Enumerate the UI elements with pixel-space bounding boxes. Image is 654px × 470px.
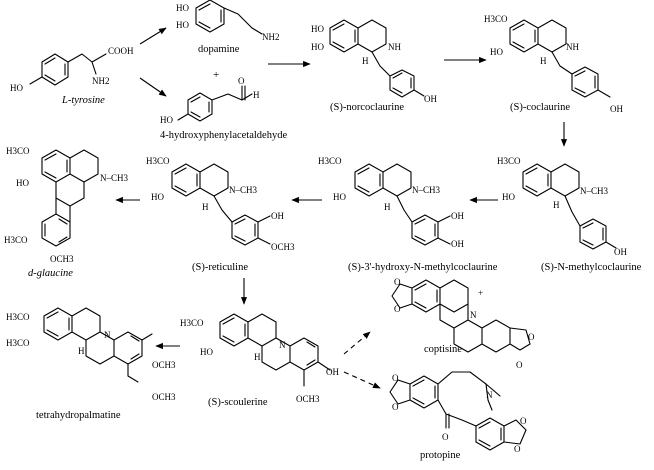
- reticuline-ho-label: HO: [151, 192, 164, 202]
- nmethylcoclaurine-h-label: H: [553, 200, 560, 210]
- scoulerine-ho-label: HO: [200, 347, 213, 357]
- reticuline-h3co-label: H3CO: [146, 156, 170, 166]
- arrow-scoulerine-to-protopine: [343, 371, 381, 389]
- coptisine-o1-label: O: [394, 277, 401, 287]
- dopamine-ho-bottom-label: HO: [176, 20, 189, 30]
- reticuline-name: (S)-reticuline: [192, 262, 248, 273]
- hpaa-ho-label: HO: [160, 115, 173, 125]
- norcoclaurine-h-label: H: [362, 56, 369, 66]
- coclaurine-h3co-label: H3CO: [484, 14, 508, 24]
- coptisine-o2-label: O: [394, 304, 401, 314]
- norcoclaurine-name: (S)-norcoclaurine: [330, 102, 404, 113]
- norcoclaurine-ho-bottom-label: HO: [311, 42, 324, 52]
- d-glaucine-structure: H3CO HO N–CH3 H3CO OCH3 d-glaucine: [4, 146, 129, 279]
- coptisine-name: coptisine: [424, 344, 462, 355]
- arrow-scoulerine-to-coptisine: [343, 331, 371, 355]
- n-methylcoclaurine-structure: H3CO HO N–CH3 H OH (S)-N-methylcoclaurin…: [497, 156, 642, 273]
- hydroxynmethyl-oh-bottom-label: OH: [451, 239, 464, 249]
- coclaurine-oh-label: OH: [610, 104, 623, 114]
- thp-och3-bottom-label: OCH3: [152, 392, 176, 402]
- norcoclaurine-nh-label: NH: [388, 42, 401, 52]
- tyrosine-name: L-tyrosine: [61, 95, 105, 106]
- tetrahydropalmatine-name: tetrahydropalmatine: [36, 410, 121, 421]
- protopine-o4-label: O: [514, 444, 521, 454]
- scoulerine-och3-label: OCH3: [296, 394, 320, 404]
- protopine-o3-label: O: [520, 416, 527, 426]
- tyrosine-nh2-label: NH2: [92, 76, 110, 86]
- coptisine-o3-label: O: [528, 332, 535, 342]
- coclaurine-structure: H3CO HO NH H OH (S)-coclaurine: [484, 14, 623, 114]
- glaucine-h3co-top-label: H3CO: [6, 146, 30, 156]
- arrow-tyrosine-to-dopamine: [139, 27, 167, 45]
- norcoclaurine-ho-top-label: HO: [311, 24, 324, 34]
- scoulerine-h3co-label: H3CO: [180, 318, 204, 328]
- scoulerine-oh-label: OH: [326, 367, 339, 377]
- tetrahydropalmatine-structure: H3CO H3CO N H OCH3 OCH3 tetrahydropalmat…: [6, 307, 176, 421]
- scoulerine-h-label: H: [254, 352, 261, 362]
- glaucine-name: d-glaucine: [28, 268, 73, 279]
- nmethylcoclaurine-ho-label: HO: [502, 192, 515, 202]
- reticuline-h-label: H: [202, 202, 209, 212]
- scoulerine-structure: H3CO HO N H OH OCH3 (S)-scoulerine: [180, 313, 339, 408]
- nmethylcoclaurine-name: (S)-N-methylcoclaurine: [541, 262, 642, 273]
- nmethylcoclaurine-nch3-label: N–CH3: [580, 186, 609, 196]
- protopine-name: protopine: [420, 450, 461, 461]
- coclaurine-h-label: H: [540, 56, 547, 66]
- scoulerine-name: (S)-scoulerine: [208, 397, 268, 408]
- coclaurine-nh-label: NH: [566, 42, 579, 52]
- hydroxy-n-methylcoclaurine-structure: H3CO HO N–CH3 H OH OH (S)-3'-hydroxy-N-m…: [318, 156, 498, 273]
- thp-h-label: H: [78, 346, 85, 356]
- coptisine-o4-label: O: [516, 360, 523, 370]
- glaucine-h3co-bottom-label: H3CO: [4, 235, 28, 245]
- reticuline-structure: H3CO HO N–CH3 H OH OCH3 (S)-reticuline: [146, 156, 295, 273]
- dopamine-nh2-label: NH2: [262, 32, 280, 42]
- coptisine-n-label: N: [470, 310, 477, 320]
- reticuline-oh-label: OH: [271, 211, 284, 221]
- thp-h3co-bottom-label: H3CO: [6, 338, 30, 348]
- glaucine-ho-label: HO: [16, 178, 29, 188]
- hpaa-name: 4-hydroxyphenylacetaldehyde: [160, 130, 287, 141]
- hpaa-o-label: O: [238, 76, 245, 86]
- thp-h3co-top-label: H3CO: [6, 312, 30, 322]
- protopine-n-label: N: [486, 390, 493, 400]
- nmethylcoclaurine-oh-label: OH: [614, 247, 627, 257]
- arrow-tyrosine-to-hpaa: [139, 77, 167, 97]
- coclaurine-ho-label: HO: [490, 47, 503, 57]
- hydroxynmethyl-name: (S)-3'-hydroxy-N-methylcoclaurine: [348, 262, 498, 273]
- tyrosine-cooh-label: COOH: [108, 46, 134, 56]
- thp-och3-top-label: OCH3: [152, 360, 176, 370]
- l-tyrosine-structure: COOH NH2 HO L-tyrosine: [10, 46, 134, 106]
- scoulerine-n-label: N: [279, 340, 286, 350]
- hydroxynmethyl-h-label: H: [384, 202, 391, 212]
- dopamine-ho-top-label: HO: [176, 3, 189, 13]
- nmethylcoclaurine-h3co-label: H3CO: [497, 156, 521, 166]
- thp-n-label: N: [104, 330, 111, 340]
- reticuline-och3-label: OCH3: [271, 242, 295, 252]
- glaucine-nch3-label: N–CH3: [100, 173, 129, 183]
- dopamine-name: dopamine: [198, 44, 240, 55]
- hydroxynmethyl-nch3-label: N–CH3: [412, 185, 441, 195]
- norcoclaurine-oh-label: OH: [424, 94, 437, 104]
- hpaa-h-label: H: [253, 90, 260, 100]
- dopamine-structure: HO HO NH2 dopamine: [176, 0, 280, 55]
- hpaa-structure: HO H O 4-hydroxyphenylacetaldehyde: [160, 76, 287, 141]
- protopine-o1-label: O: [392, 373, 399, 383]
- hydroxynmethyl-oh-top-label: OH: [451, 211, 464, 221]
- coclaurine-name: (S)-coclaurine: [510, 102, 570, 113]
- plus-sign: +: [213, 69, 219, 81]
- tyrosine-ho-label: HO: [10, 83, 23, 93]
- protopine-carbonyl-o-label: O: [442, 432, 449, 442]
- coptisine-structure: O O N + O O coptisine: [391, 277, 535, 370]
- norcoclaurine-structure: HO HO NH H OH (S)-norcoclaurine: [311, 19, 437, 113]
- coptisine-plus-label: +: [478, 288, 483, 298]
- hydroxynmethyl-h3co-label: H3CO: [318, 156, 342, 166]
- glaucine-och3-label: OCH3: [50, 254, 74, 264]
- reticuline-nch3-label: N–CH3: [229, 185, 258, 195]
- protopine-structure: O O N O O O protopine: [389, 371, 527, 461]
- protopine-o2-label: O: [392, 402, 399, 412]
- hydroxynmethyl-ho-label: HO: [333, 192, 346, 202]
- reaction-arrows: [115, 27, 568, 389]
